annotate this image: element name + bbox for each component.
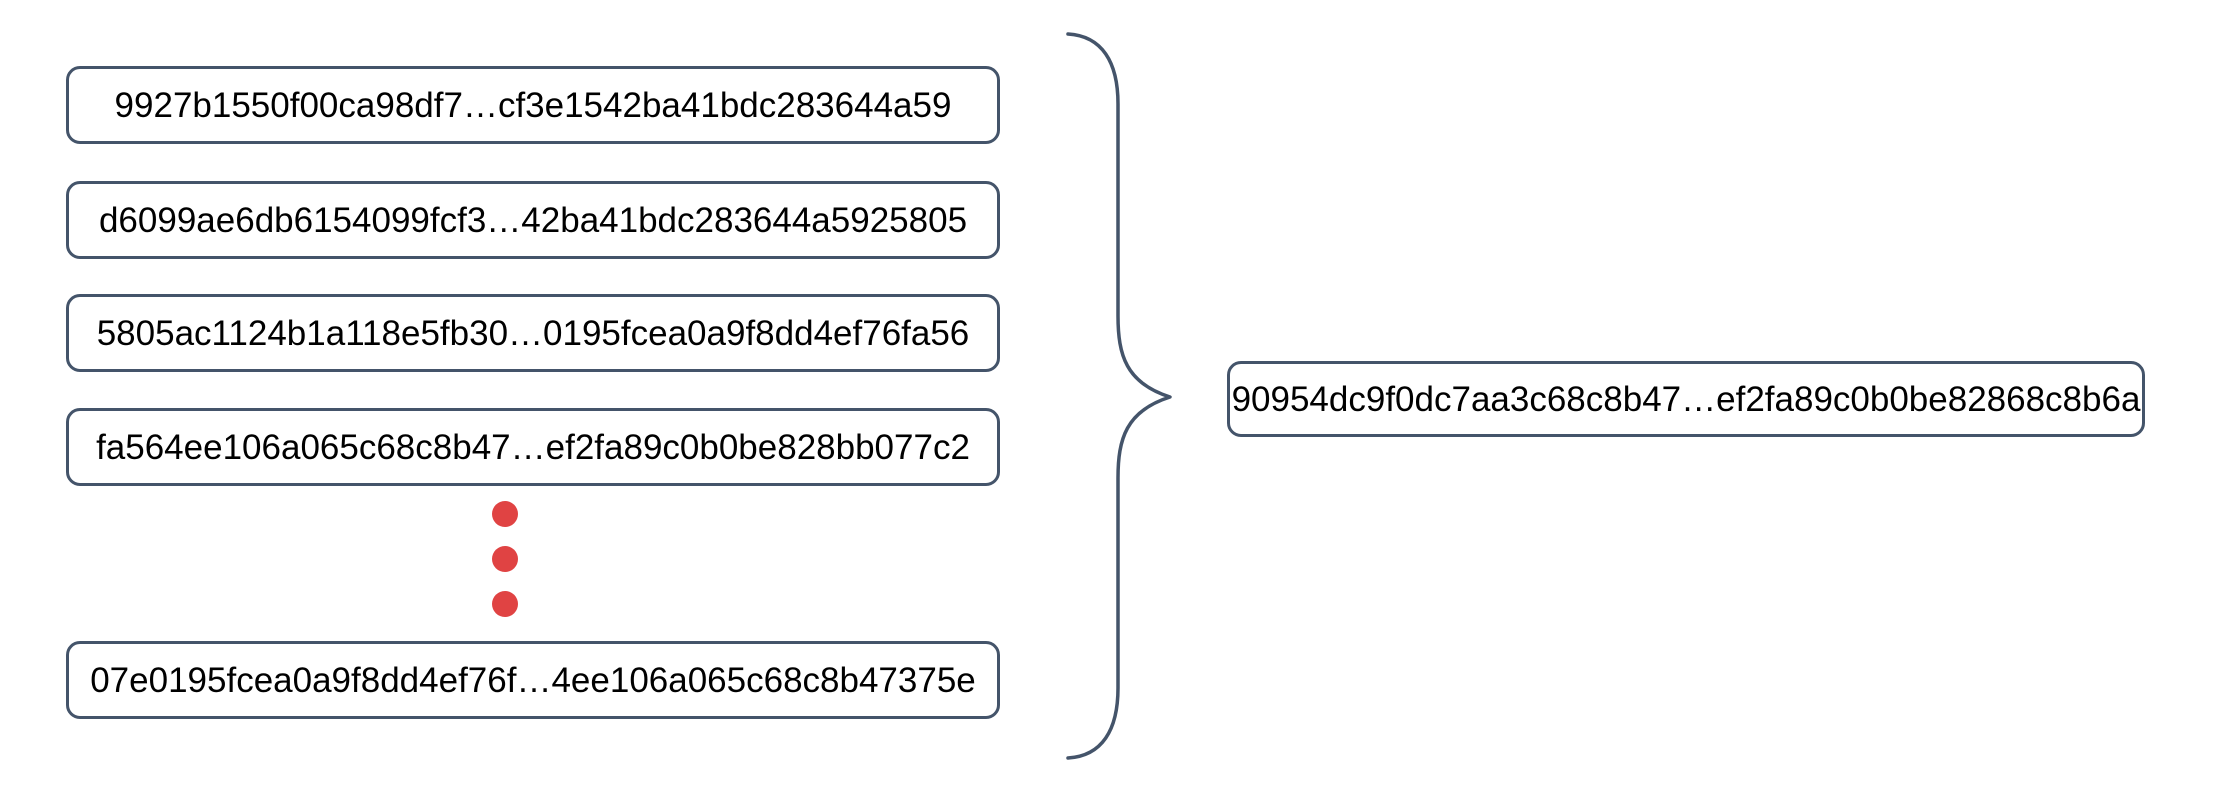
input-hash-box: fa564ee106a065c68c8b47…ef2fa89c0b0be828b… <box>66 408 1000 486</box>
ellipsis-dot-icon <box>492 501 518 527</box>
ellipsis-dots <box>492 501 518 617</box>
input-hash-box: 5805ac1124b1a118e5fb30…0195fcea0a9f8dd4e… <box>66 294 1000 372</box>
input-hash-box: 9927b1550f00ca98df7…cf3e1542ba41bdc28364… <box>66 66 1000 144</box>
ellipsis-dot-icon <box>492 546 518 572</box>
ellipsis-dot-icon <box>492 591 518 617</box>
output-hash-box: 90954dc9f0dc7aa3c68c8b47…ef2fa89c0b0be82… <box>1227 361 2145 437</box>
curly-brace-icon <box>1066 32 1172 760</box>
input-hash-box: 07e0195fcea0a9f8dd4ef76f…4ee106a065c68c8… <box>66 641 1000 719</box>
input-hash-box: d6099ae6db6154099fcf3…42ba41bdc283644a59… <box>66 181 1000 259</box>
